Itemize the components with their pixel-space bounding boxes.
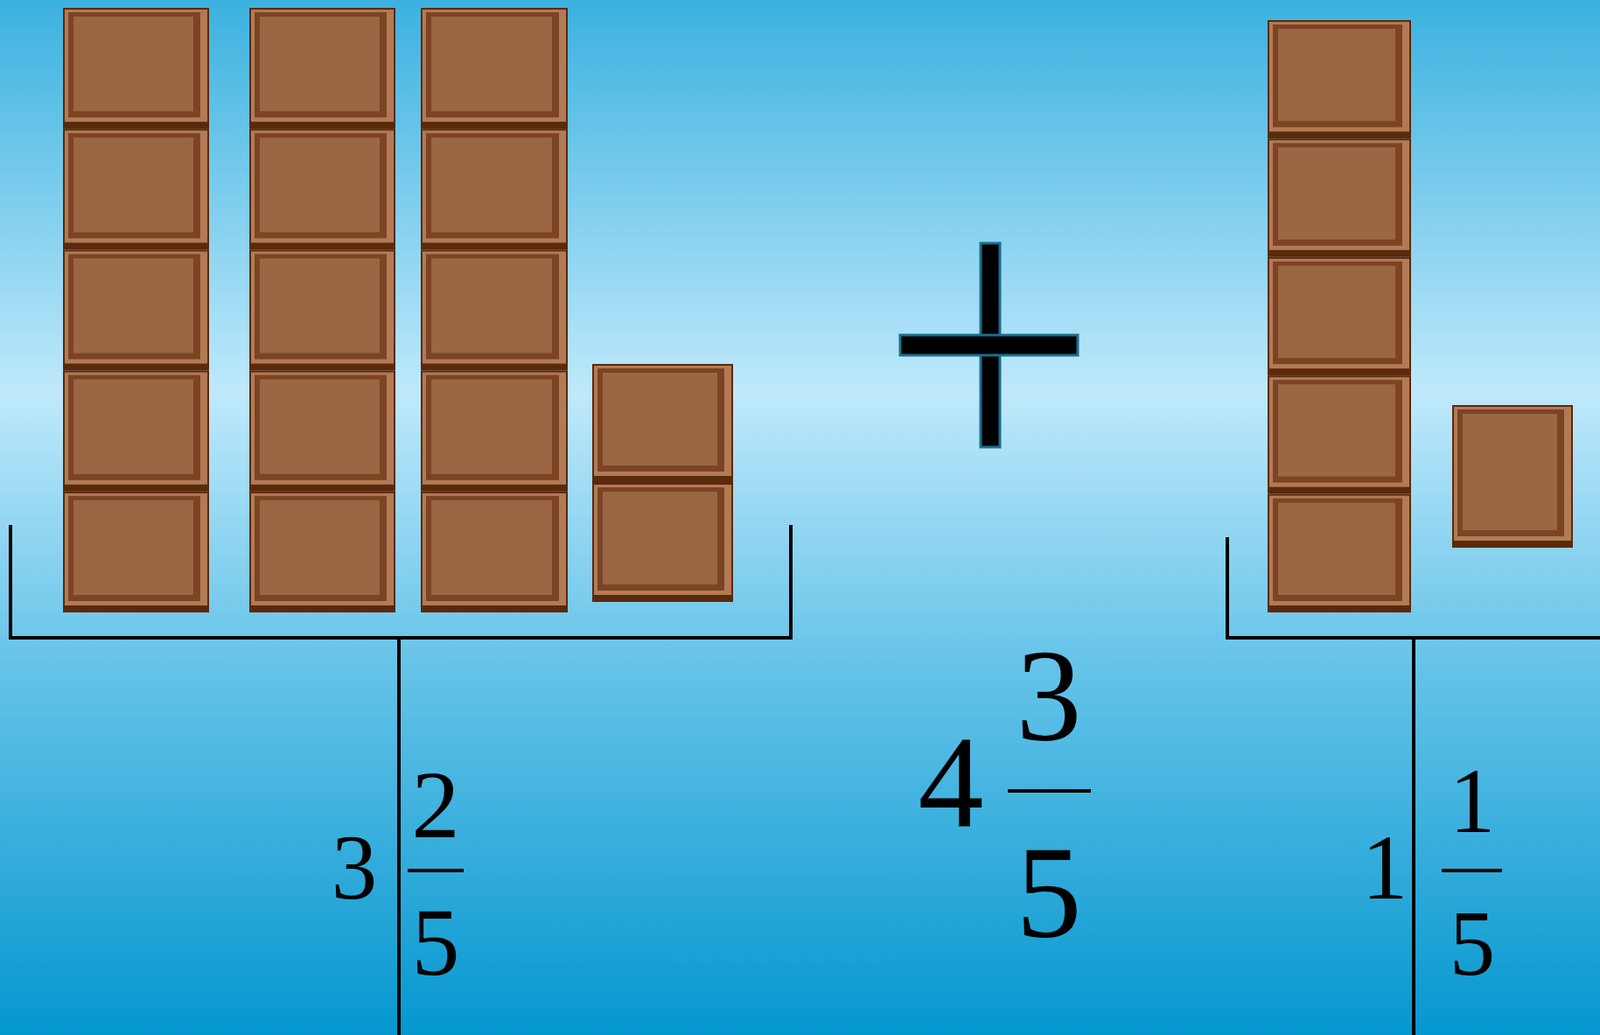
- chocolate-square: [1267, 375, 1412, 494]
- numeral: 5: [1449, 897, 1496, 990]
- chocolate-square: [420, 491, 568, 613]
- chocolate-bars: [62, 7, 1573, 613]
- chocolate-square: [592, 363, 734, 483]
- leader-line: [397, 637, 401, 1035]
- numeral: 5: [1016, 826, 1083, 958]
- chocolate-square: [420, 370, 568, 492]
- chocolate-square: [1267, 138, 1412, 257]
- fraction-bar: [407, 868, 464, 873]
- numeral: 3: [1016, 629, 1083, 762]
- chocolate-square: [1267, 20, 1412, 139]
- brackets: [10, 524, 1600, 1035]
- chocolate-square: [420, 128, 568, 250]
- chocolate-square: [420, 249, 568, 371]
- numeral: 4: [918, 716, 985, 848]
- numeral: 1: [1362, 821, 1409, 914]
- chocolate-square: [249, 7, 396, 129]
- chocolate-square: [592, 482, 734, 602]
- chocolate-square: [249, 249, 396, 371]
- chocolate-square: [1267, 257, 1412, 376]
- chocolate-square: [249, 128, 396, 250]
- numeral: 1: [1449, 754, 1496, 847]
- chocolate-square: [62, 128, 210, 250]
- chocolate-square: [1267, 494, 1412, 613]
- chocolate-square: [420, 7, 568, 129]
- numeral: 3: [331, 821, 378, 914]
- chocolate-square: [62, 7, 210, 129]
- fraction-bar: [1007, 789, 1091, 793]
- chocolate-square: [249, 491, 396, 613]
- chocolate-square: [62, 491, 210, 613]
- leader-line: [1411, 637, 1416, 1035]
- plus-sign: [900, 243, 1078, 448]
- bracket: [1227, 537, 1600, 638]
- bracket: [10, 524, 791, 638]
- chocolate-square: [1452, 405, 1573, 548]
- chocolate-square: [62, 249, 210, 371]
- chocolate-square: [249, 370, 396, 492]
- fraction-bar: [1441, 868, 1503, 873]
- numeral: 5: [412, 894, 461, 991]
- chocolate-square: [62, 370, 210, 492]
- numeral: 2: [412, 756, 461, 853]
